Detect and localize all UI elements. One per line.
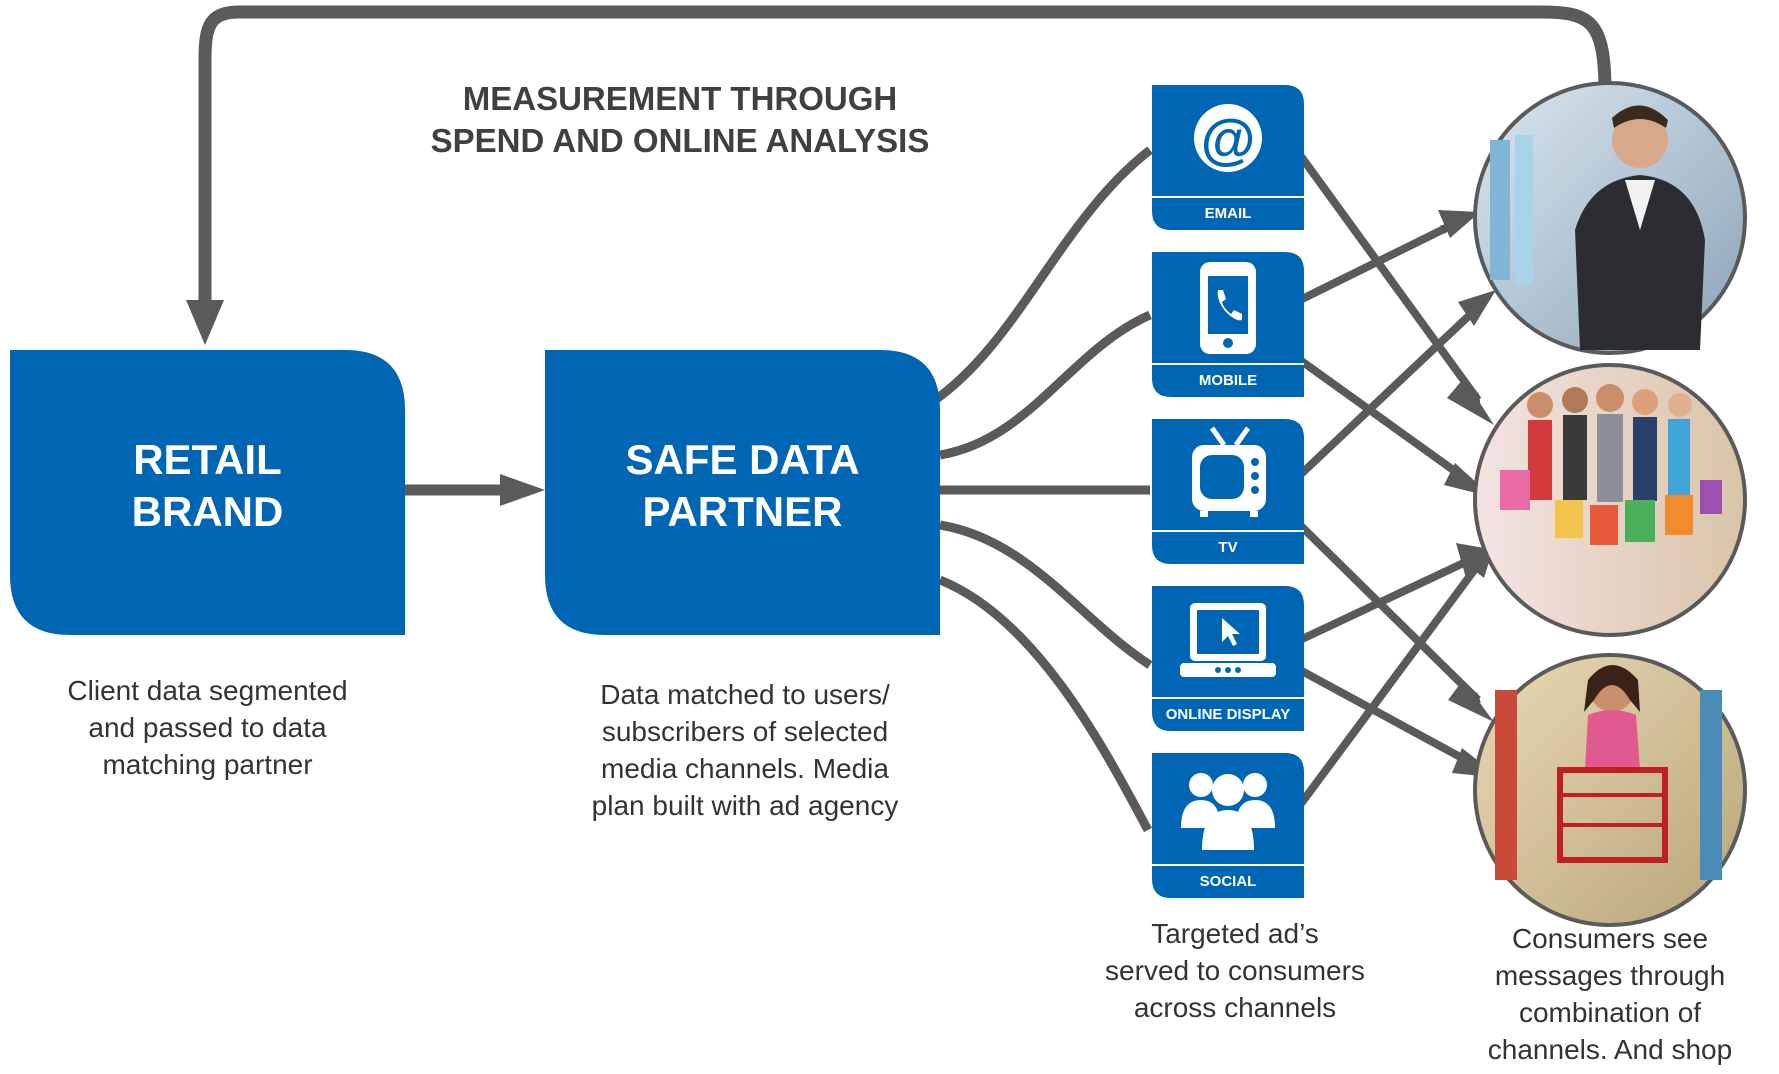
channels-caption: Targeted ad’s served to consumers across… <box>1105 918 1365 1023</box>
svg-text:@: @ <box>1201 107 1256 170</box>
online-display-icon <box>1180 603 1276 677</box>
measurement-heading: MEASUREMENT THROUGH SPEND AND ONLINE ANA… <box>430 80 930 159</box>
consumer-photo-man-shopping <box>1473 81 1747 355</box>
channel-label-social: SOCIAL <box>1199 873 1257 890</box>
channel-tile-tv <box>1152 419 1304 564</box>
social-people-icon <box>1181 773 1275 850</box>
safe-data-partner-caption: Data matched to users/ subscribers of se… <box>591 679 899 821</box>
consumer-photo-woman-cart <box>1473 653 1747 927</box>
retail-brand-box <box>10 350 405 635</box>
channel-label-tv: TV <box>1218 539 1238 556</box>
tv-icon <box>1192 426 1266 517</box>
channel-tile-mobile <box>1152 252 1304 397</box>
retail-to-partner-arrowhead <box>500 474 545 506</box>
channel-tile-online-display <box>1152 586 1304 731</box>
feedback-arrowhead <box>186 300 224 345</box>
partner-to-channel-lines <box>932 146 1153 833</box>
channel-label-email: EMAIL <box>1204 205 1252 222</box>
email-icon: @ <box>1194 104 1262 172</box>
retail-brand-caption: Client data segmented and passed to data… <box>67 675 348 780</box>
channel-tile-email: @ <box>1152 85 1304 230</box>
channel-tile-social <box>1152 753 1304 898</box>
channel-label-mobile: MOBILE <box>1198 372 1258 389</box>
mobile-phone-icon <box>1200 262 1256 354</box>
consumer-photo-group-shopping-bags <box>1473 363 1747 637</box>
safe-data-partner-label: SAFE DATA PARTNER <box>625 436 860 535</box>
channel-label-online-display: ONLINE DISPLAY <box>1165 706 1291 723</box>
consumers-caption: Consumers see messages through combinati… <box>1487 923 1733 1065</box>
retail-brand-label: RETAIL BRAND <box>131 436 284 535</box>
channel-to-consumer-arrows <box>1296 152 1482 808</box>
safe-data-partner-box <box>545 350 940 635</box>
feedback-arrow <box>198 5 1612 307</box>
